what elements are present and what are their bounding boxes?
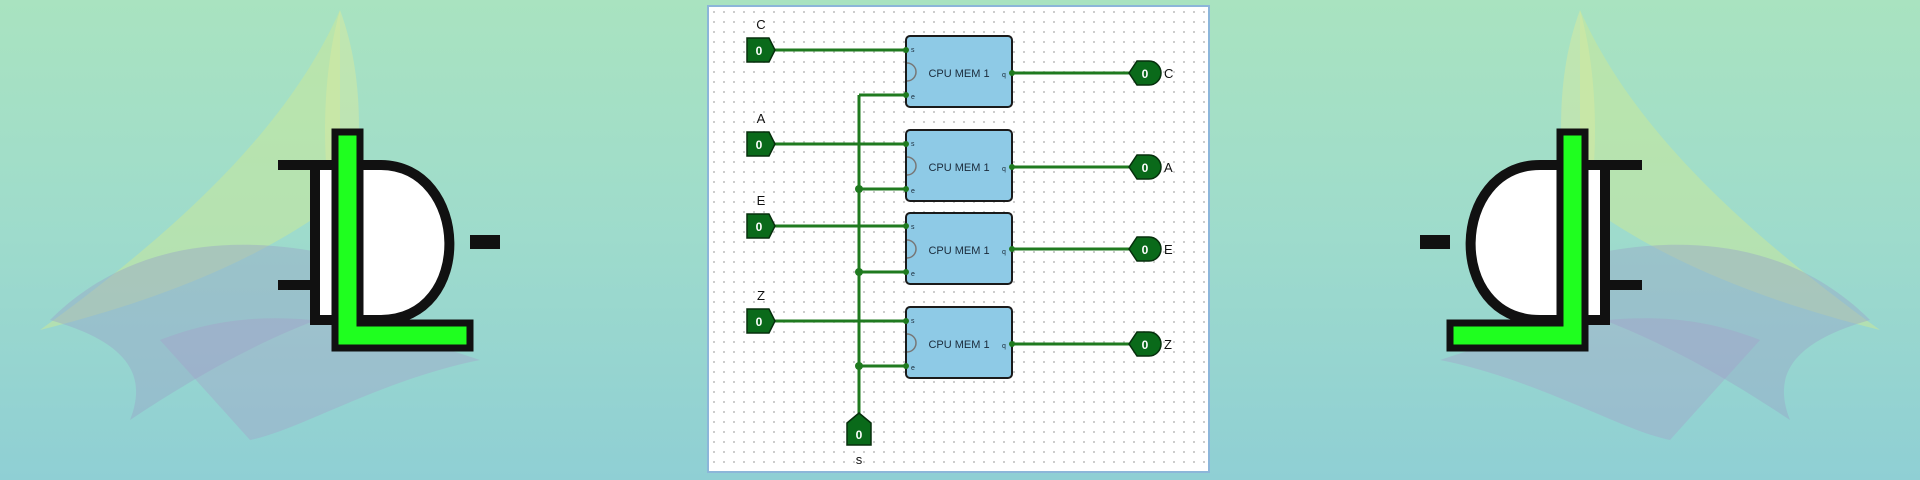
memory-block-label: CPU MEM 1 — [928, 245, 989, 257]
and-gate-logo-left — [260, 120, 500, 360]
pin-e-label: e — [911, 188, 915, 195]
memory-block-label: CPU MEM 1 — [928, 68, 989, 80]
input-pin-c[interactable]: C 0 — [746, 17, 776, 63]
pin-e-label: e — [911, 94, 915, 101]
output-value: 0 — [1142, 67, 1149, 81]
pin-s-label: s — [911, 318, 915, 325]
circuit-canvas[interactable]: CPU MEM 1 s e q CPU MEM 1 s e q CPU MEM … — [707, 5, 1210, 473]
output-label: E — [1164, 242, 1173, 257]
and-gate-logo-icon — [1420, 128, 1642, 352]
select-value: 0 — [856, 428, 863, 442]
output-value: 0 — [1142, 243, 1149, 257]
input-pin-e[interactable]: E 0 — [746, 193, 776, 239]
pin-q-label: q — [1002, 72, 1006, 79]
memory-block-3[interactable]: CPU MEM 1 s e q — [905, 212, 1013, 285]
input-label: C — [756, 17, 765, 32]
memory-block-4[interactable]: CPU MEM 1 s e q — [905, 306, 1013, 379]
output-value: 0 — [1142, 338, 1149, 352]
input-pin-a[interactable]: A 0 — [746, 111, 776, 157]
input-pin-s[interactable]: 0 s — [846, 412, 872, 467]
pin-e-label: e — [911, 271, 915, 278]
input-value: 0 — [756, 44, 763, 58]
input-value: 0 — [756, 138, 763, 152]
pin-q-label: q — [1002, 343, 1006, 350]
memory-block-1[interactable]: CPU MEM 1 s e q — [905, 35, 1013, 108]
input-label: A — [757, 111, 766, 126]
select-label: s — [856, 452, 863, 467]
pin-e-label: e — [911, 365, 915, 372]
memory-block-label: CPU MEM 1 — [928, 162, 989, 174]
input-value: 0 — [756, 220, 763, 234]
input-label: E — [757, 193, 766, 208]
pin-s-label: s — [911, 141, 915, 148]
output-label: Z — [1164, 337, 1172, 352]
pin-s-label: s — [911, 224, 915, 231]
pin-q-label: q — [1002, 166, 1006, 173]
output-label: C — [1164, 66, 1173, 81]
input-pin-z[interactable]: Z 0 — [746, 288, 776, 334]
memory-block-label: CPU MEM 1 — [928, 339, 989, 351]
memory-block-2[interactable]: CPU MEM 1 s e q — [905, 129, 1013, 202]
output-pin-e: 0 E — [1128, 236, 1173, 262]
and-gate-logo-right — [1420, 120, 1660, 360]
output-label: A — [1164, 160, 1173, 175]
input-label: Z — [757, 288, 765, 303]
output-pin-c: 0 C — [1128, 60, 1173, 86]
input-value: 0 — [756, 315, 763, 329]
circuit-diagram: CPU MEM 1 s e q CPU MEM 1 s e q CPU MEM … — [746, 17, 1173, 467]
pin-s-label: s — [911, 47, 915, 54]
and-gate-logo-icon — [278, 128, 500, 352]
pin-q-label: q — [1002, 249, 1006, 256]
output-pin-a: 0 A — [1128, 154, 1173, 180]
output-value: 0 — [1142, 161, 1149, 175]
output-pin-z: 0 Z — [1128, 331, 1172, 357]
